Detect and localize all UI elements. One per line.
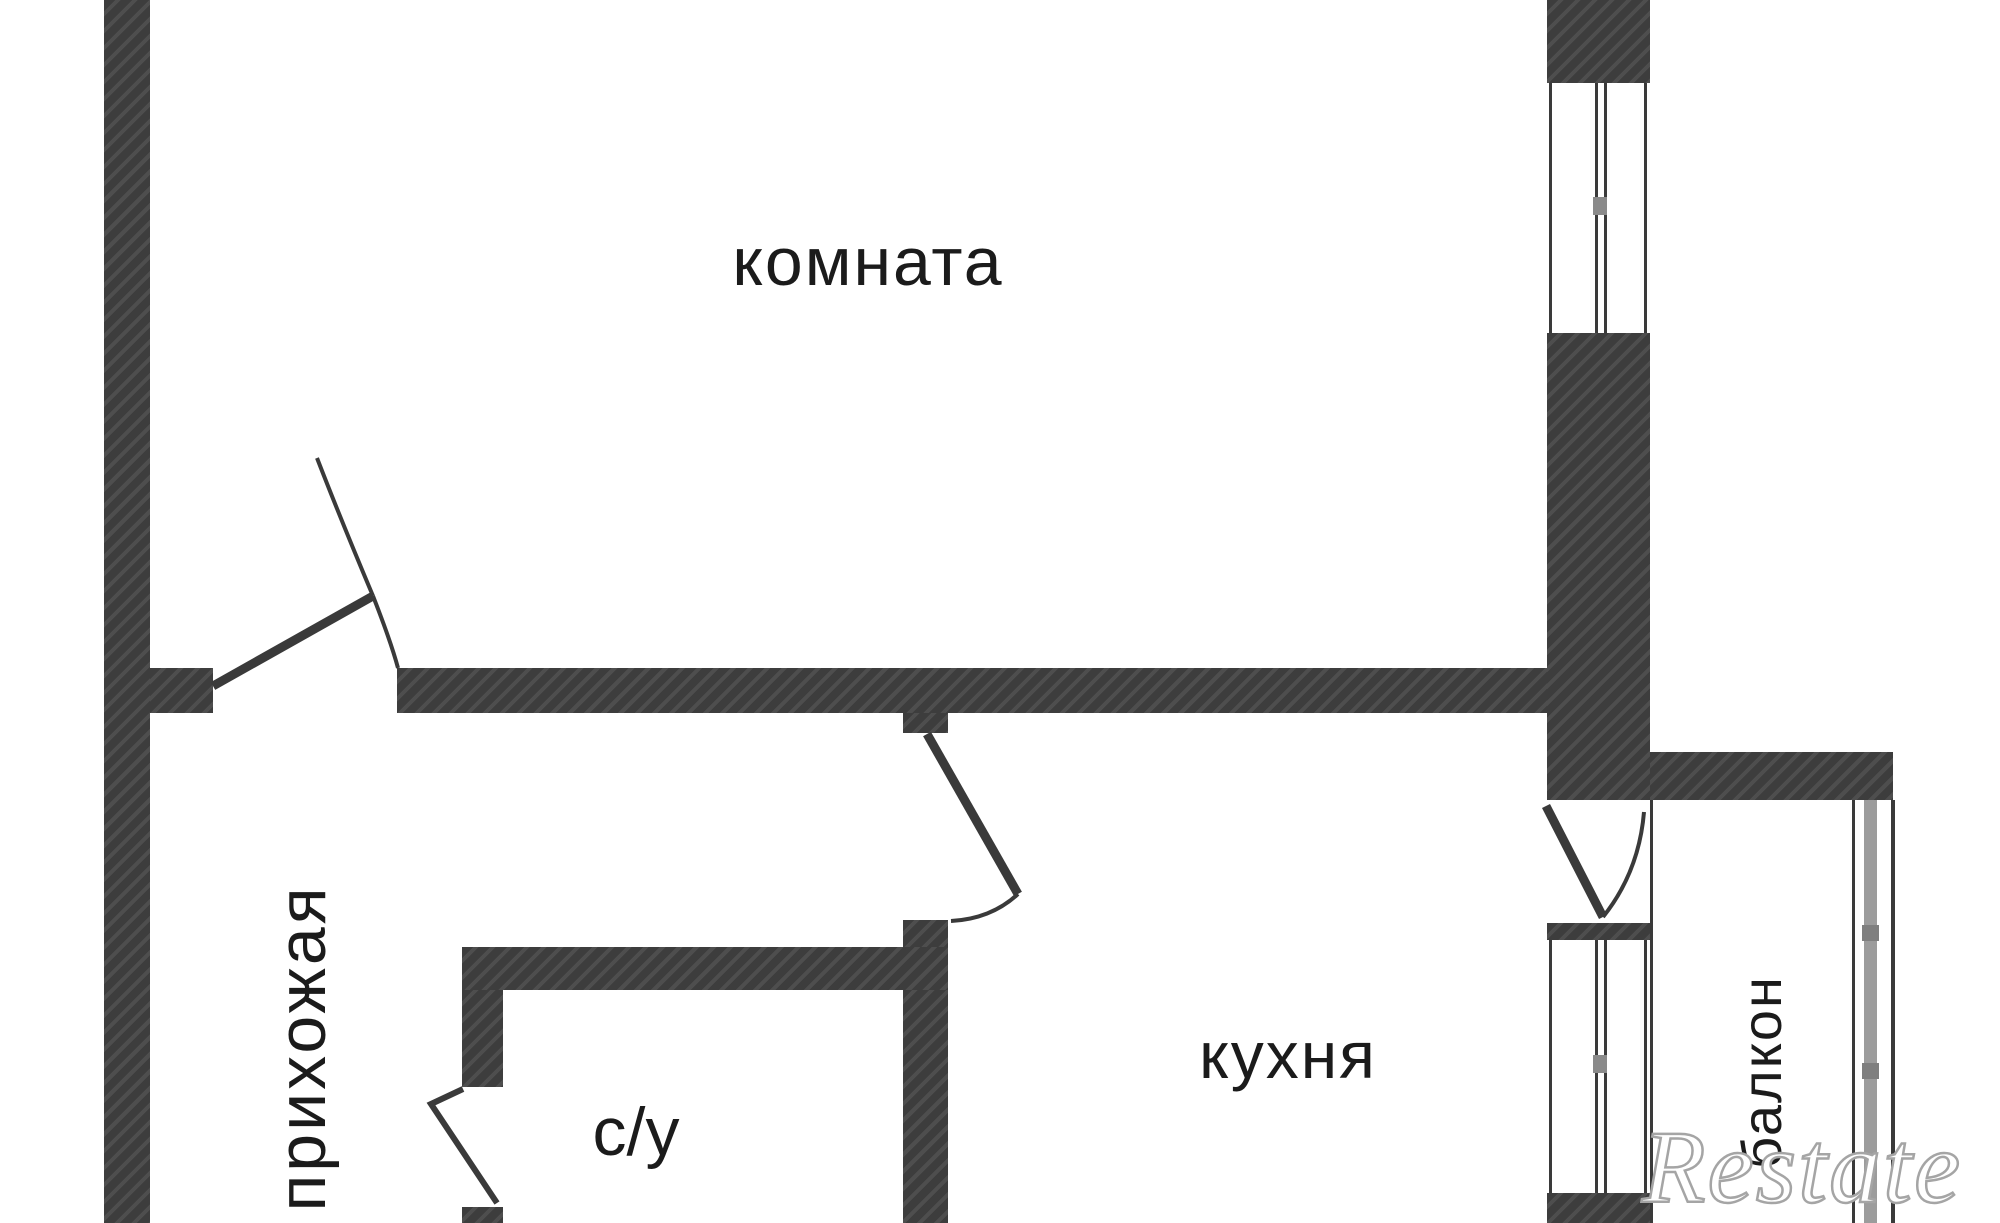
- wall-balcony-door-sill-bar: [1547, 923, 1650, 940]
- wall-entry-door-stub: [150, 668, 213, 713]
- kitchen-window-sash-mark: [1593, 1055, 1607, 1073]
- watermark-logo: Restate: [1641, 1110, 1963, 1223]
- label-bathroom: с/у: [592, 1094, 680, 1170]
- balcony-glazing-sash-mark-upper: [1862, 925, 1879, 941]
- kitchen-door-arc: [950, 892, 1020, 923]
- balcony-glazing-line-outer: [1891, 800, 1895, 1223]
- wall-room-bottom: [397, 668, 1547, 713]
- wall-bathroom-left: [462, 990, 503, 1087]
- balcony-glazing-sash-mark-lower: [1862, 1063, 1879, 1079]
- bathroom-door-zigzag: [426, 1086, 500, 1205]
- kitchen-window-frame-right: [1644, 940, 1647, 1193]
- kitchen-door-leaf: [923, 731, 1022, 897]
- balcony-glazing-line-inner: [1852, 800, 1855, 1223]
- wall-balcony-top: [1650, 752, 1893, 800]
- wall-exterior-left: [104, 0, 150, 1223]
- wall-exterior-right-upper: [1547, 0, 1650, 83]
- wall-bathroom-left-bottom-stub: [462, 1207, 503, 1223]
- wall-divider-top-stub: [903, 713, 948, 733]
- room-window-sash-mark: [1593, 197, 1607, 215]
- label-kitchen: кухня: [1199, 1018, 1377, 1092]
- room-window-frame-right: [1644, 83, 1647, 333]
- wall-kitchen-window-bottom-sill: [1547, 1193, 1650, 1223]
- label-hallway: прихожая: [264, 884, 340, 1212]
- entry-door-arc-lower: [371, 595, 400, 669]
- wall-exterior-right-lower: [1547, 333, 1650, 800]
- balcony-inner-edge-line: [1650, 800, 1653, 1223]
- entry-door-leaf: [210, 592, 376, 690]
- balcony-glazing-band: [1864, 800, 1877, 1223]
- kitchen-window-frame-left: [1549, 940, 1552, 1193]
- wall-bathroom-top: [462, 947, 948, 990]
- entry-door-arc-upper: [315, 457, 375, 597]
- balcony-door-arc: [1601, 811, 1646, 919]
- room-window-frame-left: [1549, 83, 1552, 333]
- balcony-door-leaf: [1541, 803, 1608, 920]
- label-room: комната: [732, 224, 1004, 300]
